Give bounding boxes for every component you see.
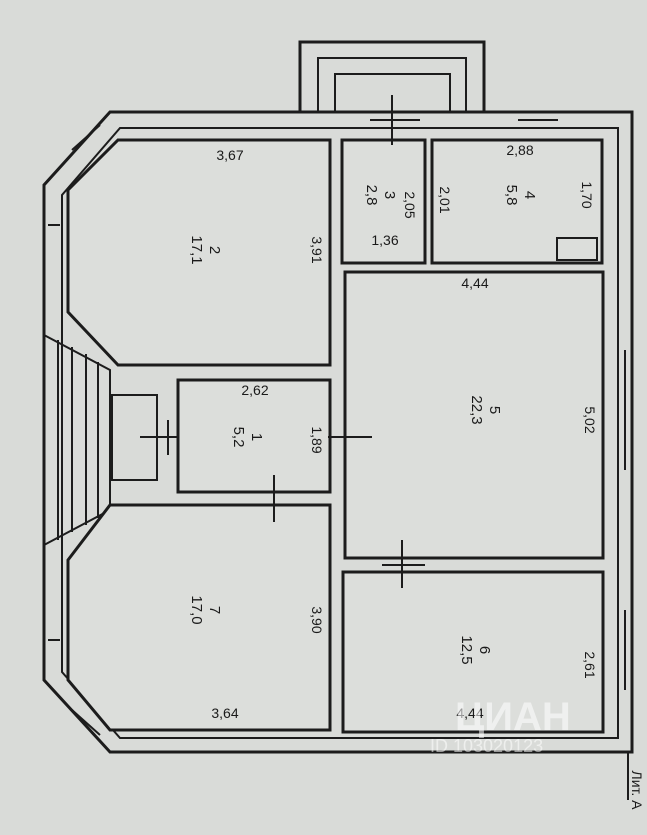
room-4-closet [556,237,598,261]
room-2-area: 17,1 [188,235,205,264]
room-5-number: 5 [486,406,503,414]
dimension-r3-a: 2,05 [402,191,418,218]
dimension-r7-bottom: 3,64 [211,705,238,721]
dimension-r4-inner: 2,01 [437,186,453,213]
dimension-r4-side: 1,70 [579,181,595,208]
watermark-id: ID 103020123 [430,736,543,756]
inner-wall-line [61,127,619,739]
dimension-r2-side: 3,91 [309,236,325,263]
room-7-number: 7 [206,606,223,614]
watermark-brand: ЦИАН [455,695,571,739]
room-2 [66,138,332,367]
dimension-r4-top: 2,88 [506,142,533,158]
room-1-area: 5,2 [230,427,247,448]
dimension-r1-side: 1,89 [309,426,325,453]
dimension-r7-side: 3,90 [309,606,325,633]
room-3-number: 3 [381,191,398,199]
dimension-r5-side: 5,02 [582,406,598,433]
porch [298,40,486,112]
room-4-area: 5,8 [503,185,520,206]
room-1 [176,378,332,494]
dimension-r3-b: 1,36 [371,232,398,248]
dimension-r1-top: 2,62 [241,382,268,398]
litera-label: Лит. А [629,771,645,811]
dimension-r2-top: 3,67 [216,147,243,163]
dimension-r5-top: 4,44 [461,275,488,291]
window [71,709,101,736]
room-6-area: 12,5 [458,635,475,664]
room-4-number: 4 [521,191,538,199]
room-5-area: 22,3 [468,395,485,424]
outer-wall [42,110,634,754]
left-steps [43,334,111,546]
room-7-area: 17,0 [188,595,205,624]
dimension-r6-side: 2,61 [582,651,598,678]
room-6-number: 6 [476,646,493,654]
room-7 [66,503,332,732]
room-1-number: 1 [248,433,265,441]
room-4 [430,138,604,265]
porch-inner-2 [334,73,451,112]
room-3 [340,138,427,265]
porch-inner [317,57,467,112]
window [71,124,101,151]
room-5 [343,270,605,560]
dimension-r6-bottom: 4,44 [456,705,483,721]
room-2-number: 2 [206,246,223,254]
room-3-area: 2,8 [363,185,380,206]
room-6 [341,570,605,734]
